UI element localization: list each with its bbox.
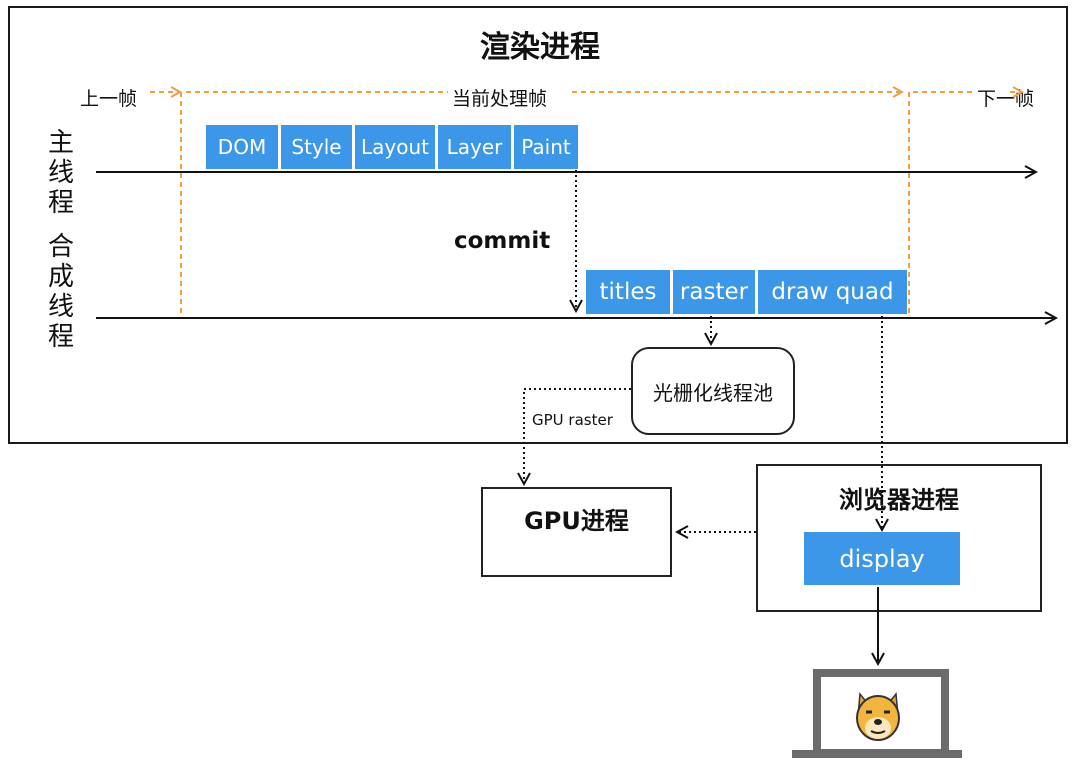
render-process-box [8, 6, 1068, 444]
stage-layer: Layer [438, 125, 511, 169]
stage-titles: titles [586, 270, 670, 314]
gpu-raster-label: GPU raster [532, 411, 613, 429]
stage-paint: Paint [514, 125, 578, 169]
display-block: display [804, 532, 960, 585]
stage-raster: raster [673, 270, 755, 314]
stage-style: Style [281, 125, 352, 169]
render-process-title: 渲染进程 [480, 30, 600, 65]
stage-draw-quad: draw quad [758, 270, 907, 314]
browser-process-box [756, 464, 1042, 612]
stage-dom: DOM [206, 125, 278, 169]
current-frame-label: 当前处理帧 [452, 88, 548, 110]
browser-process-title: 浏览器进程 [839, 486, 959, 514]
doge-face-icon [856, 692, 900, 741]
previous-frame-label: 上一帧 [80, 88, 138, 110]
commit-label: commit [454, 228, 551, 254]
pool-to-gpu-arrow [524, 388, 631, 484]
frame-boundaries [150, 92, 1022, 318]
stage-layout: Layout [355, 125, 435, 169]
raster-thread-pool: 光栅化线程池 [631, 347, 795, 435]
gpu-process-box: GPU进程 [481, 487, 672, 577]
main-thread-label: 主线程 [47, 128, 74, 218]
compositor-thread-label: 合成线程 [47, 232, 74, 352]
